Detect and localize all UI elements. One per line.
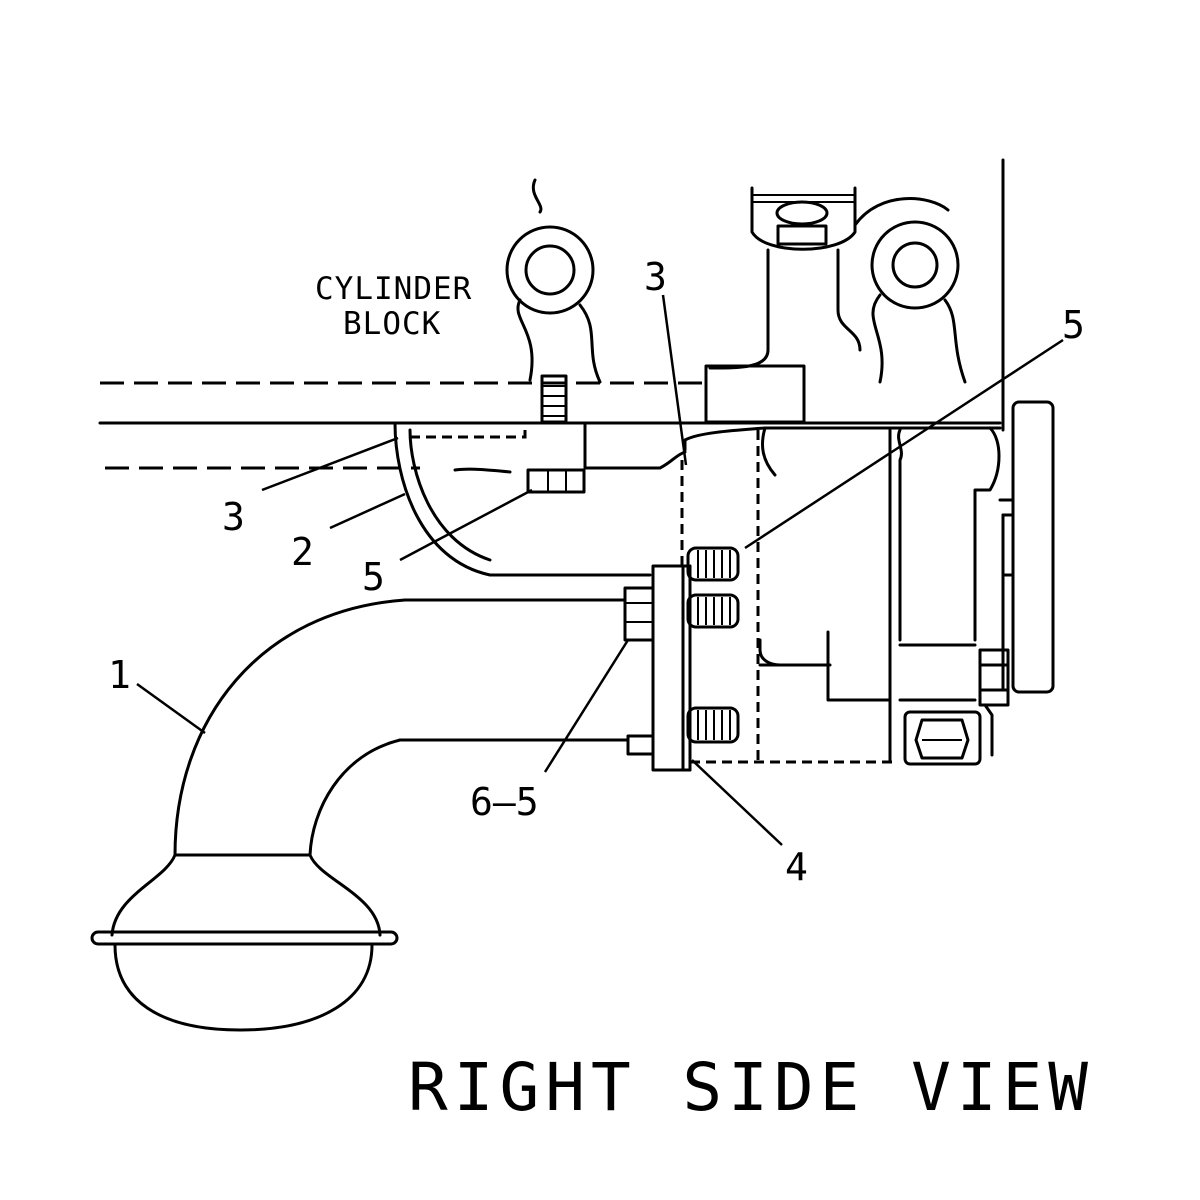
- callout-5-left: 5: [362, 555, 385, 599]
- mounting-stud-left: [526, 374, 586, 494]
- cap-screws: [686, 546, 740, 744]
- callout-2: 2: [291, 530, 314, 574]
- callout-5-right: 5: [1062, 303, 1085, 347]
- oil-strainer: [90, 853, 399, 1032]
- callout-3-left: 3: [222, 495, 245, 539]
- suction-tube: [173, 598, 630, 857]
- drive-gear: [978, 400, 1055, 757]
- center-fitting: [704, 186, 862, 424]
- cylinder-block-label-line2: BLOCK: [343, 306, 441, 342]
- bearing-caps: [505, 178, 967, 384]
- callout-3-top: 3: [644, 255, 667, 299]
- callout-6-5: 6–5: [470, 780, 539, 824]
- flange-gasket: [623, 564, 692, 772]
- callout-4: 4: [785, 845, 808, 889]
- cylinder-block-label-line1: CYLINDER: [315, 271, 472, 307]
- pump-bottom-nut: [903, 710, 982, 766]
- leader-lines: [136, 294, 1064, 846]
- view-title: RIGHT SIDE VIEW: [408, 1049, 1094, 1126]
- oil-pump-body: [680, 426, 1002, 764]
- bracket: [393, 421, 687, 577]
- callout-1: 1: [108, 653, 131, 697]
